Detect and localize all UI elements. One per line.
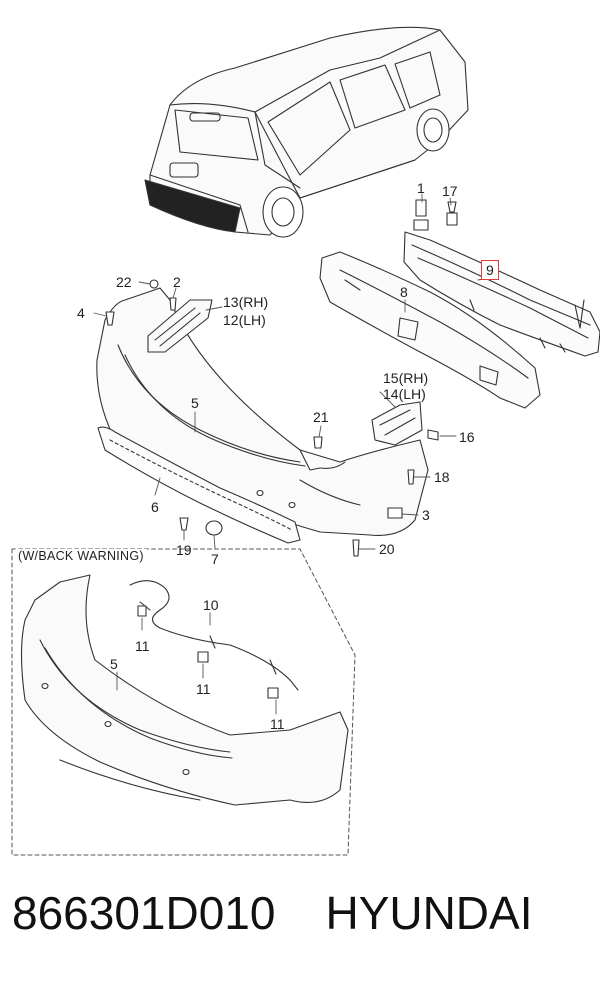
- callout-22: 22: [116, 274, 132, 290]
- callout-9-highlighted: 9: [481, 260, 499, 280]
- callout-13-rh: 13(RH): [223, 294, 269, 310]
- vehicle-illustration: [144, 26, 469, 238]
- callout-18: 18: [434, 469, 450, 485]
- callout-20: 20: [379, 541, 395, 557]
- inset-callout-11-c: 11: [270, 716, 285, 732]
- callout-4: 4: [77, 305, 85, 321]
- bumper-rail-9: [403, 219, 600, 357]
- side-bracket-13-12: [147, 299, 213, 353]
- callout-5: 5: [191, 395, 199, 411]
- side-bracket-15-14: [371, 401, 423, 446]
- inset-callout-10: 10: [203, 597, 219, 613]
- inset-callout-11-a: 11: [135, 638, 150, 654]
- part-number: 866301D010: [12, 887, 276, 939]
- callout-1: 1: [417, 180, 425, 196]
- inset-title: (W/BACK WARNING): [15, 549, 147, 563]
- brand-name: HYUNDAI: [325, 887, 533, 939]
- callout-12-lh: 12(LH): [223, 312, 266, 328]
- energy-absorber-8: [319, 251, 541, 409]
- callout-7: 7: [211, 551, 219, 567]
- fasteners: [105, 199, 458, 557]
- callout-14-lh: 14(LH): [383, 386, 426, 402]
- callout-21: 21: [313, 409, 329, 425]
- callout-19: 19: [176, 542, 192, 558]
- diagram-drawing: [11, 26, 600, 856]
- callout-3: 3: [422, 507, 430, 523]
- lower-trim-6: [97, 426, 301, 544]
- back-warning-inset: [11, 548, 356, 856]
- callout-2: 2: [173, 274, 181, 290]
- callout-6: 6: [151, 499, 159, 515]
- callout-17: 17: [442, 183, 458, 199]
- part-caption: 866301D010 HYUNDAI: [12, 885, 592, 941]
- callout-15-rh: 15(RH): [383, 370, 429, 386]
- callout-16: 16: [459, 429, 475, 445]
- leader-lines: [93, 193, 489, 550]
- inset-callout-5: 5: [110, 656, 118, 672]
- callout-8: 8: [400, 284, 408, 300]
- inset-leader-lines: [116, 612, 277, 715]
- inset-callout-11-b: 11: [196, 681, 211, 697]
- parts-diagram: 1 17 9 22 2 4 13(RH) 12(LH) 8 15(RH) 14(…: [11, 26, 600, 856]
